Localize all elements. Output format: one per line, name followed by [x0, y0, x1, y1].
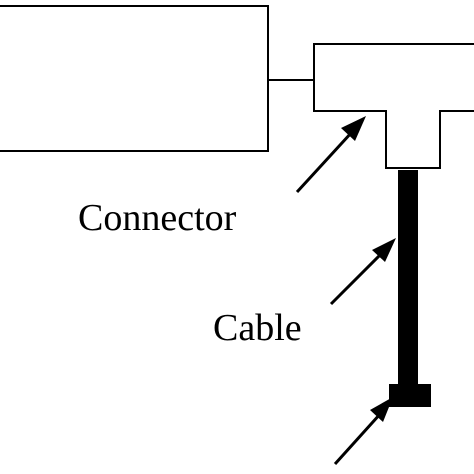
cable-arrow-head	[372, 238, 396, 262]
connector-arrow	[295, 116, 366, 194]
connector-arrow-head	[341, 116, 366, 141]
terminal-arrow-head	[370, 397, 393, 422]
connector-label: Connector	[78, 197, 237, 239]
t-connector	[313, 43, 474, 169]
cable	[398, 170, 418, 386]
cable-label: Cable	[213, 307, 302, 349]
cable-arrow-shaft	[329, 250, 385, 306]
cable-end-terminal	[389, 384, 431, 407]
device-box	[0, 5, 269, 152]
terminal-arrow	[333, 397, 393, 466]
connector-arrow-shaft	[295, 130, 354, 194]
cable-arrow	[329, 238, 396, 306]
terminal-arrow-shaft	[333, 411, 383, 466]
